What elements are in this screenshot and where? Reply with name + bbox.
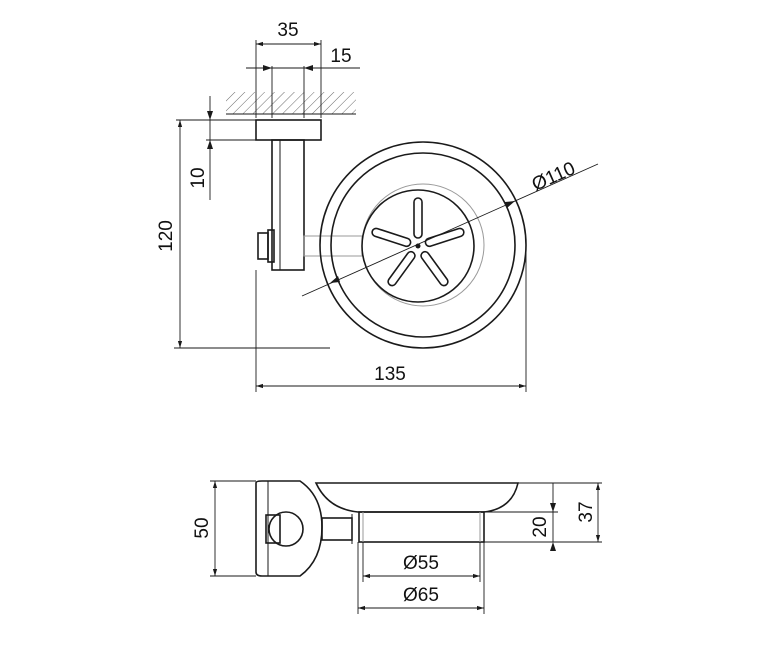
- arrow-20-bottom: [550, 542, 556, 551]
- arrow-15-right: [304, 65, 313, 71]
- arrow-110-left: [330, 276, 340, 283]
- dim-label-50: 50: [192, 517, 213, 538]
- drain-slots: [371, 197, 465, 287]
- dish-arm: [303, 235, 363, 257]
- dim-label-135: 135: [374, 364, 406, 385]
- support-post: [271, 139, 305, 271]
- dim-label-20: 20: [530, 516, 551, 537]
- drain-plate: [361, 189, 475, 303]
- dish-outer-ring: [319, 141, 527, 349]
- dim-label-37: 37: [576, 501, 597, 522]
- rosette-boss: [268, 511, 304, 547]
- dim-label-10: 10: [188, 167, 209, 188]
- wall-flange: [255, 119, 322, 141]
- side-arm: [321, 517, 353, 541]
- dish-bowl: [314, 482, 520, 513]
- drain-holder: [358, 511, 485, 543]
- dim-label-dia-110: Ø110: [529, 158, 579, 196]
- arrow-10-bottom: [207, 140, 213, 149]
- arrow-10-top: [207, 111, 213, 120]
- dish-inner-ring: [330, 152, 516, 338]
- dim-label-15: 15: [330, 46, 351, 67]
- set-screw: [257, 232, 269, 260]
- set-screw-collar: [267, 229, 275, 263]
- top-view: 35 15 10 120 Ø110 135: [156, 20, 599, 392]
- dim-label-35: 35: [277, 20, 298, 41]
- arrow-20-top: [550, 503, 556, 512]
- dim-label-dia-65: Ø65: [403, 585, 439, 606]
- rosette-screw: [265, 514, 281, 544]
- arrow-15-left: [263, 65, 272, 71]
- side-view: 50 20 37 Ø55 Ø65: [192, 480, 602, 614]
- dim-label-120: 120: [156, 220, 177, 252]
- arrow-110-right: [505, 201, 515, 208]
- wall-hatch: [226, 92, 356, 114]
- dim-label-dia-55: Ø55: [403, 553, 439, 574]
- dim-line-dia-110: [301, 163, 599, 297]
